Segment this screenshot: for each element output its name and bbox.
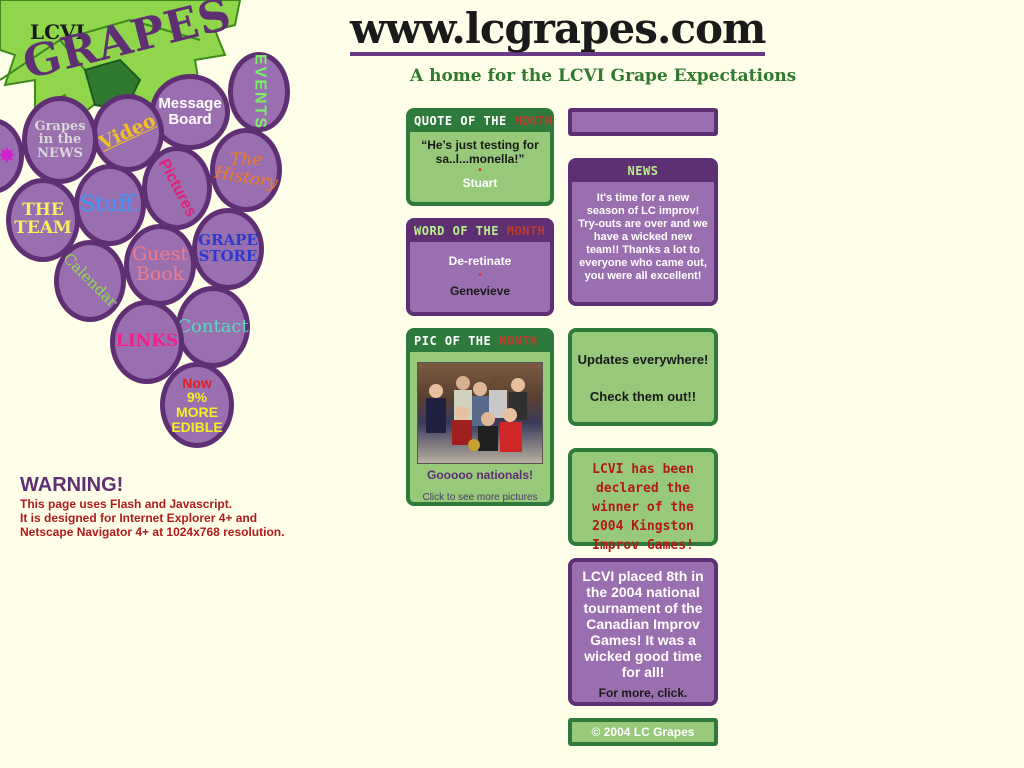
nav-grape-store-grape[interactable]: GRAPE STORE	[192, 208, 264, 290]
edible-label-3: EDIBLE	[171, 418, 223, 435]
nav-message-board-label-2: Board	[168, 111, 212, 128]
more-pictures-link[interactable]: Click to see more pictures	[422, 492, 538, 503]
nav-grapes-news-label-1: Grapes	[34, 118, 86, 134]
warning-title: WARNING!	[20, 474, 124, 496]
quote-text: “He’s just testing for sa..l...monella!”	[421, 138, 539, 166]
nav-calendar-grape[interactable]: Calendar	[54, 240, 126, 322]
nav-grapes-news-label-3: NEWS	[37, 145, 83, 161]
pic-box-body: Gooooo nationals! Click to see more pict…	[410, 352, 550, 509]
winner-text: LCVI has been declared the winner of the…	[592, 462, 694, 553]
quote-header-month: MONTH	[514, 114, 554, 128]
nav-pictures-grape[interactable]: Pictures	[142, 146, 212, 230]
word-box-body: De-retinate • Genevieve	[410, 242, 550, 304]
nav-calendar-label: Calendar	[59, 249, 122, 312]
separator-dot-icon: •	[478, 165, 482, 176]
nav-edible-grape[interactable]: Now 9% MORE EDIBLE	[160, 362, 234, 448]
news-box-header: NEWS	[572, 162, 714, 182]
nav-team-label-1: THE	[22, 200, 64, 221]
updates-body: Updates everywhere! Check them out!!	[572, 332, 714, 410]
news-box: NEWS It's time for a new season of LC im…	[568, 158, 718, 306]
nav-contact-grape[interactable]: Contact	[176, 286, 250, 368]
pic-header-month: MONTH	[498, 334, 538, 348]
star-icon: ✸	[0, 143, 17, 169]
word-header-text: WORD OF THE	[414, 224, 499, 238]
nav-message-board-label-1: Message	[158, 95, 222, 113]
copyright-text: © 2004 LC Grapes	[591, 725, 695, 739]
nav-guestbook-label-1: Guest	[131, 243, 189, 266]
tagline: A home for the LCVI Grape Expectations	[410, 66, 797, 86]
nav-grape-store-label-1: GRAPE	[198, 231, 258, 250]
team-photo-people-icon	[426, 376, 527, 452]
pic-of-month-box[interactable]: PIC OF THE MONTH Gooooo nationals! Click…	[406, 328, 554, 506]
quote-box-header: QUOTE OF THE MONTH	[410, 112, 554, 132]
team-photo[interactable]	[417, 362, 543, 464]
nav-grapes-news-label-2: in the	[38, 132, 82, 148]
edible-label-1: Now	[182, 374, 212, 391]
pic-header-text: PIC OF THE	[414, 334, 492, 348]
news-text: It's time for a new season of LC improv!…	[578, 192, 708, 282]
nav-links-grape[interactable]: LINKS	[110, 300, 184, 384]
nav-links-label: LINKS	[115, 331, 179, 352]
copyright-box: © 2004 LC Grapes	[568, 718, 718, 746]
nav-history-grape[interactable]: The History	[210, 128, 282, 212]
word-box-header: WORD OF THE MONTH	[410, 222, 550, 242]
quote-box-body: “He’s just testing for sa..l...monella!”…	[410, 132, 550, 196]
grape-cluster-nav: LCVI GRAPES EVENTS Message Board Video G…	[0, 0, 300, 460]
edible-label-2: 9% MORE	[176, 389, 218, 420]
warning-text: This page uses Flash and Javascript. It …	[20, 497, 284, 539]
nav-video-label: Video	[95, 109, 160, 155]
word-author: Genevieve	[449, 284, 511, 298]
site-title: www.lcgrapes.com	[350, 6, 766, 56]
nationals-box[interactable]: LCVI placed 8th in the 2004 national tou…	[568, 558, 718, 706]
quote-of-month-box: QUOTE OF THE MONTH “He’s just testing fo…	[406, 108, 554, 206]
quote-header-text: QUOTE OF THE	[414, 114, 507, 128]
brand-prefix: LCVI	[30, 20, 85, 44]
nav-guestbook-label-2: Book	[135, 263, 185, 285]
nationals-text: LCVI placed 8th in the 2004 national tou…	[582, 568, 704, 680]
warning-line: This page uses Flash and Javascript.	[20, 497, 233, 511]
word-of-month-box: WORD OF THE MONTH De-retinate • Geneviev…	[406, 218, 554, 316]
warning-line: Netscape Navigator 4+ at 1024x768 resolu…	[20, 525, 285, 539]
updates-box[interactable]: Updates everywhere! Check them out!!	[568, 328, 718, 426]
warning-line: It is designed for Internet Explorer 4+ …	[20, 511, 258, 525]
pic-caption: Gooooo nationals!	[427, 468, 533, 482]
pic-box-header: PIC OF THE MONTH	[410, 332, 550, 352]
nav-stuff-grape[interactable]: Stuff.	[74, 164, 146, 246]
nav-events-label: EVENTS	[251, 54, 269, 131]
separator-dot-icon: •	[478, 270, 482, 281]
nav-stuff-label: Stuff.	[80, 192, 140, 218]
word-header-month: MONTH	[506, 224, 546, 238]
nationals-more-link[interactable]: For more, click.	[598, 686, 688, 700]
updates-line-2: Check them out!!	[589, 389, 697, 404]
nav-team-label-2: TEAM	[14, 218, 72, 238]
updates-line-1: Updates everywhere!	[577, 352, 709, 367]
empty-banner-box	[568, 108, 718, 136]
nav-guestbook-grape[interactable]: Guest Book	[124, 224, 196, 306]
winner-box: LCVI has been declared the winner of the…	[568, 448, 718, 553]
nav-grape-store-label-2: STORE	[198, 247, 258, 265]
nav-history-label-1: The	[229, 150, 263, 171]
warning-notice: WARNING! This page uses Flash and Javasc…	[20, 474, 284, 539]
nav-pictures-label: Pictures	[155, 155, 201, 220]
nav-events-grape[interactable]: EVENTS	[228, 52, 290, 132]
quote-author: Stuart	[462, 176, 498, 190]
nav-grapes-news-grape[interactable]: Grapes in the NEWS	[22, 96, 98, 184]
nationals-body: LCVI placed 8th in the 2004 national tou…	[572, 562, 714, 706]
nav-contact-label: Contact	[177, 315, 249, 337]
word-text: De-retinate	[448, 254, 512, 268]
